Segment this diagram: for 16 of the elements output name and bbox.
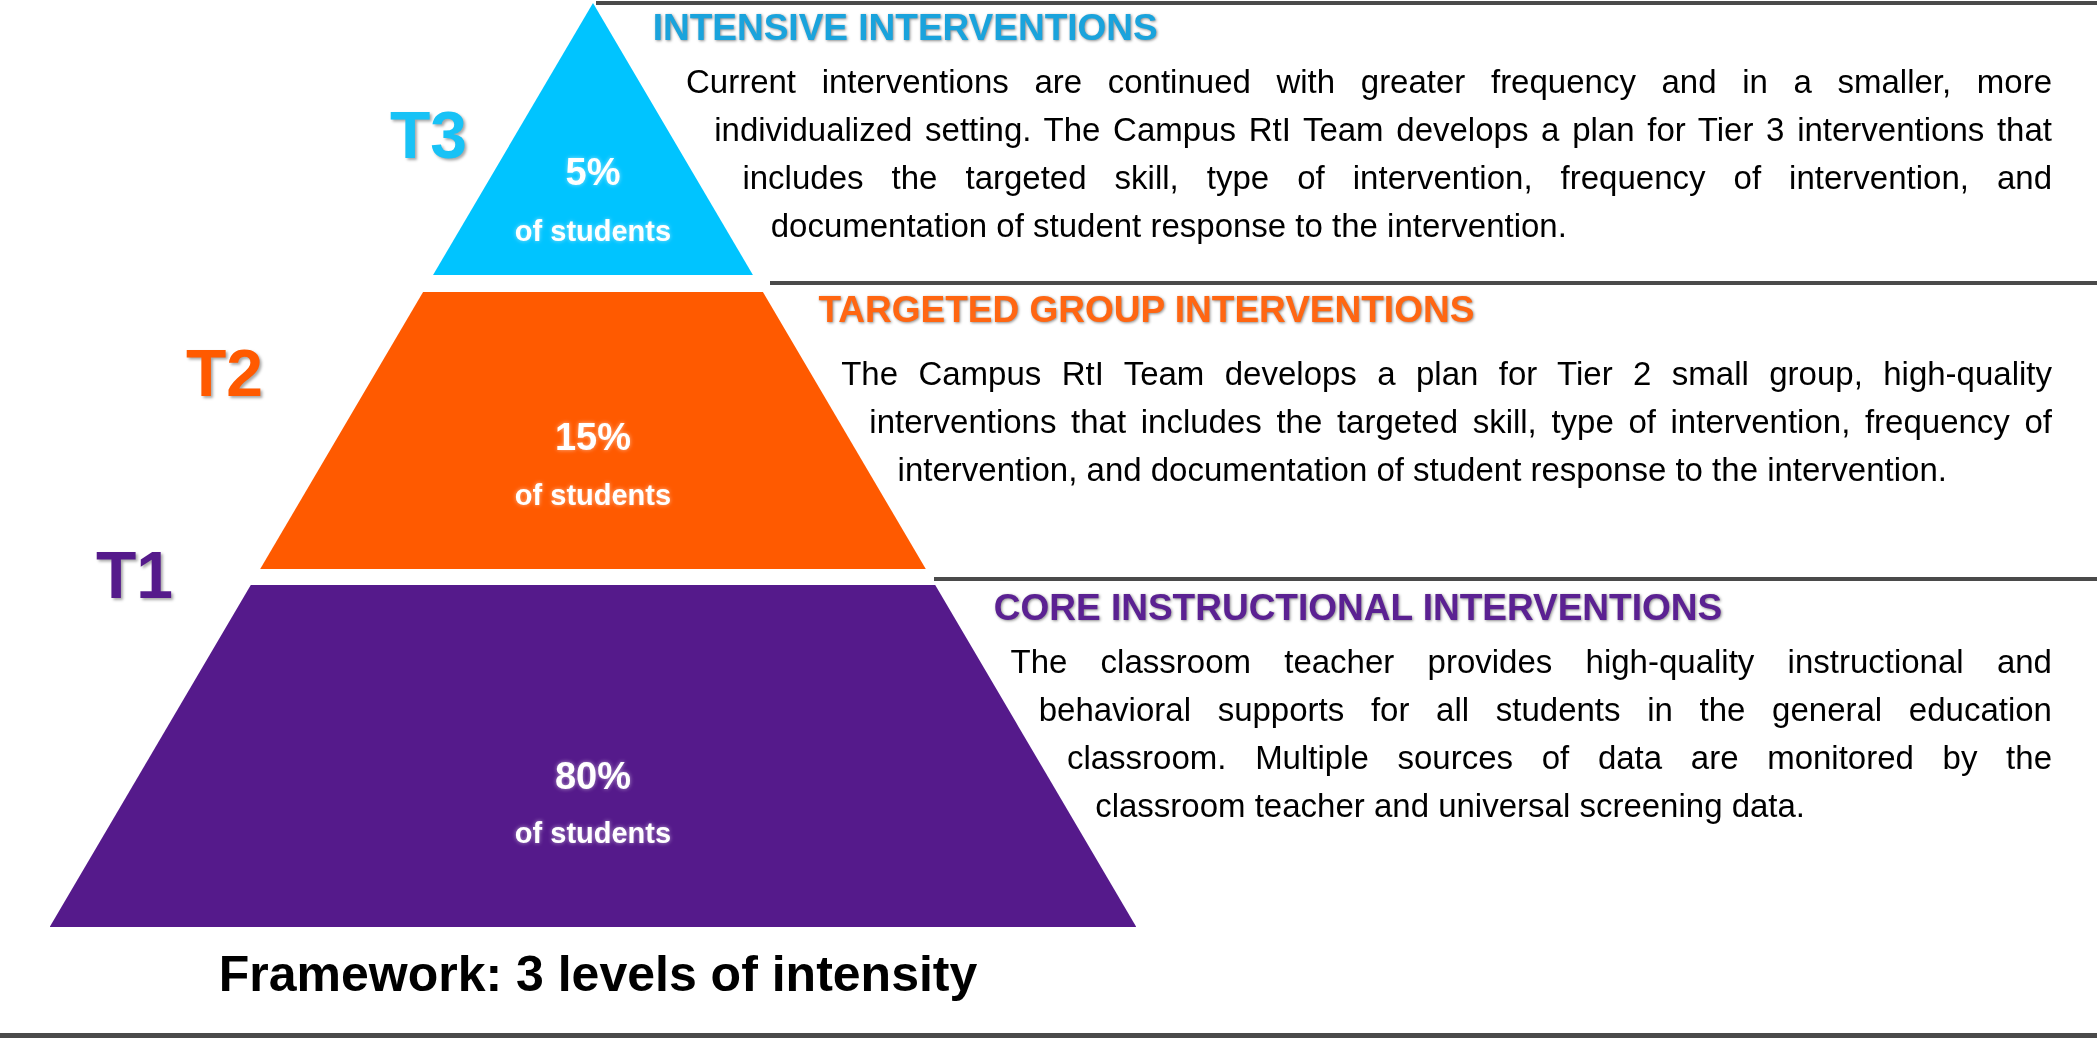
tier-description: Current interventions are continued with greater frequency and in a smaller, more individualized setting. The Campus RtI Team develops a plan for Tier 3 interventions that includes the targeted skill, type of intervention, frequency of intervention, and documentation of student response to the intervention. xyxy=(686,62,2052,246)
tier-label: T3 xyxy=(390,102,468,168)
tier-label: T1 xyxy=(96,542,174,608)
tier-description: The classroom teacher provides high-quality instructional and behavioral supports for all students in the general education classroom. Multiple sources of data are monitored by the classroom teacher and universal screening data. xyxy=(1010,642,2052,826)
percentage-value: 15% xyxy=(554,417,631,456)
tier-heading: INTENSIVE INTERVENTIONS xyxy=(652,8,1158,49)
percentage-value: 5% xyxy=(565,152,621,191)
tier-label: T2 xyxy=(186,340,264,406)
figure-caption: Framework: 3 levels of intensity xyxy=(218,949,978,999)
percentage-caption: of students xyxy=(514,481,672,511)
percentage-caption: of students xyxy=(514,819,672,849)
tier-heading: TARGETED GROUP INTERVENTIONS xyxy=(818,290,1475,331)
tier-heading: CORE INSTRUCTIONAL INTERVENTIONS xyxy=(993,588,1723,629)
percentage-value: 80% xyxy=(554,756,631,795)
tier-description: The Campus RtI Team develops a plan for Tier 2 small group, high-quality interventions that includes the targeted skill, type of intervention, frequency of intervention, and documentation of student response to the intervention. xyxy=(841,354,2052,490)
percentage-caption: of students xyxy=(514,217,672,247)
